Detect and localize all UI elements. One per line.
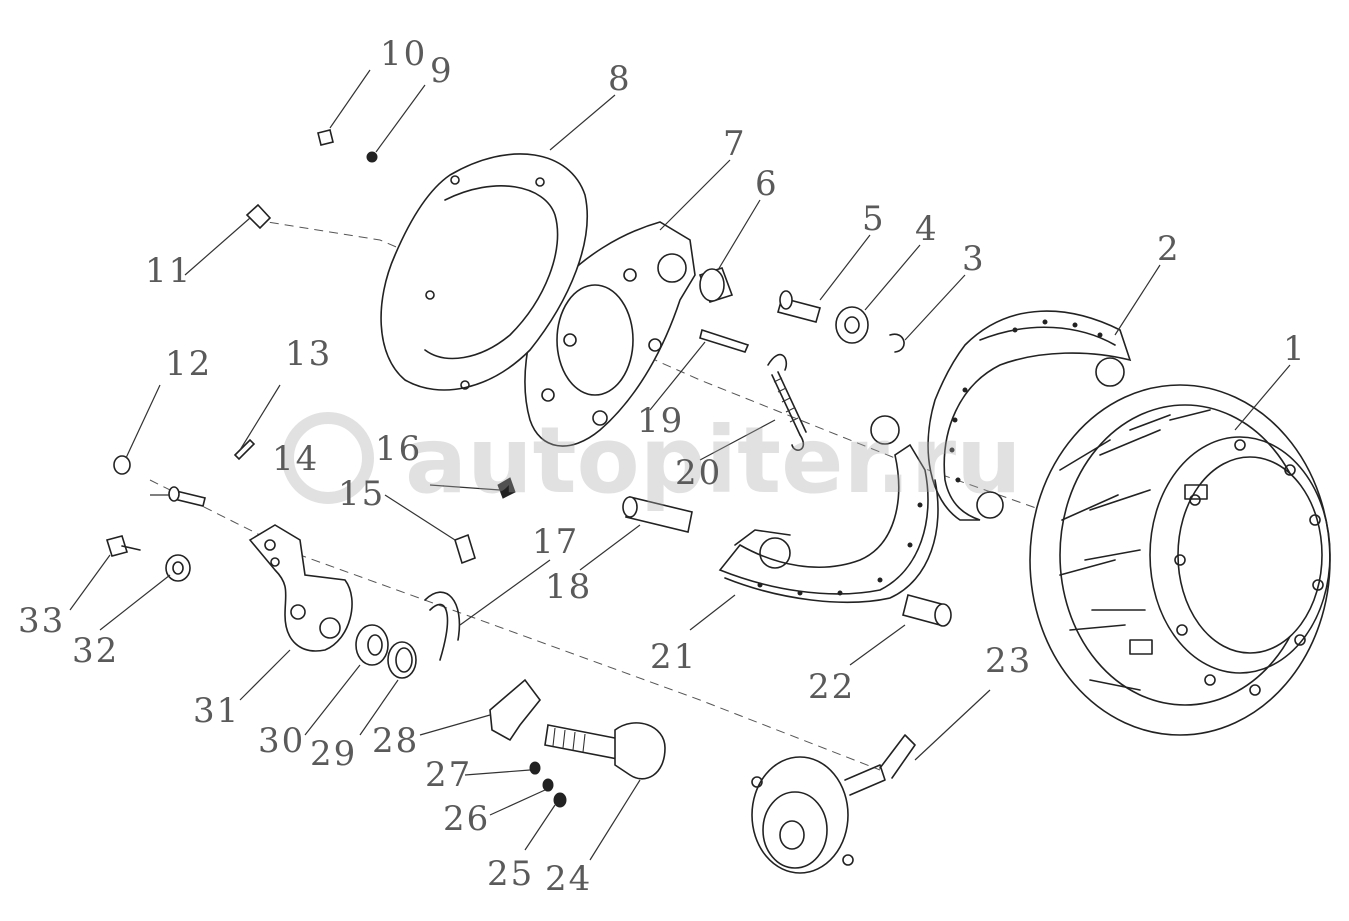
brake-chamber xyxy=(751,734,916,874)
callout-15: 15 xyxy=(338,474,385,514)
callout-6: 6 xyxy=(755,164,779,204)
callout-4: 4 xyxy=(915,209,939,249)
callout-8: 8 xyxy=(608,59,632,99)
nut-25 xyxy=(553,792,567,808)
clevis-pin-14 xyxy=(168,486,206,507)
bushing-6 xyxy=(698,267,734,303)
washer-9 xyxy=(366,151,378,163)
callout-13: 13 xyxy=(285,334,332,374)
retaining-clip-17 xyxy=(424,591,461,661)
grease-fitting-16 xyxy=(497,477,516,499)
brake-drum xyxy=(1029,384,1331,736)
plug-11 xyxy=(245,203,272,230)
callout-27: 27 xyxy=(425,755,472,795)
callout-11: 11 xyxy=(145,251,192,291)
callout-10: 10 xyxy=(380,34,427,74)
shoe-pin xyxy=(699,328,750,353)
callout-24: 24 xyxy=(545,859,592,899)
watermark-text: autopiter.ru xyxy=(405,407,1022,514)
roller-bearing xyxy=(835,306,869,344)
callout-3: 3 xyxy=(962,239,986,279)
brake-camshaft xyxy=(544,722,666,780)
callout-5: 5 xyxy=(862,199,886,239)
callout-labels: 1 2 3 4 5 6 7 8 9 10 11 12 13 14 15 16 1… xyxy=(18,34,1307,899)
callout-17: 17 xyxy=(532,522,579,562)
snap-ring xyxy=(889,333,905,353)
callout-28: 28 xyxy=(372,721,419,761)
bolt-10 xyxy=(317,129,334,146)
anchor-pin xyxy=(777,290,821,323)
callout-33: 33 xyxy=(18,601,65,641)
callout-20: 20 xyxy=(675,453,722,493)
callout-31: 31 xyxy=(193,691,240,731)
dust-shield xyxy=(380,153,589,391)
callout-7: 7 xyxy=(723,124,747,164)
callout-22: 22 xyxy=(808,667,855,707)
callout-25: 25 xyxy=(487,854,534,894)
roller-pin xyxy=(622,496,693,533)
callout-12: 12 xyxy=(165,344,212,384)
nut-12 xyxy=(113,455,131,475)
key-15 xyxy=(454,533,476,565)
callout-23: 23 xyxy=(985,641,1032,681)
callout-19: 19 xyxy=(637,401,684,441)
seal-ring-29 xyxy=(387,641,417,679)
cotter-pin-13 xyxy=(233,438,256,461)
camshaft-bracket xyxy=(489,678,542,742)
callout-2: 2 xyxy=(1157,229,1181,269)
callout-9: 9 xyxy=(430,51,454,91)
callout-16: 16 xyxy=(375,429,422,469)
return-spring xyxy=(767,353,807,451)
callout-18: 18 xyxy=(545,567,592,607)
callout-21: 21 xyxy=(650,637,697,677)
bolt-33 xyxy=(105,535,141,557)
watermark: autopiter.ru xyxy=(282,407,1022,514)
callout-26: 26 xyxy=(443,799,490,839)
nut-27 xyxy=(529,761,541,775)
bushing-22 xyxy=(902,594,952,627)
callout-32: 32 xyxy=(72,631,119,671)
brake-shoe-lower xyxy=(718,415,939,604)
washer-30 xyxy=(355,624,389,666)
leader-lines xyxy=(69,69,1291,861)
callout-29: 29 xyxy=(310,734,357,774)
callout-30: 30 xyxy=(258,721,305,761)
brake-shoe-upper xyxy=(927,310,1132,521)
spacer-32 xyxy=(165,554,191,582)
callout-14: 14 xyxy=(272,439,319,479)
callout-1: 1 xyxy=(1283,329,1307,369)
washer-26 xyxy=(542,778,554,792)
slack-adjuster xyxy=(248,524,353,652)
